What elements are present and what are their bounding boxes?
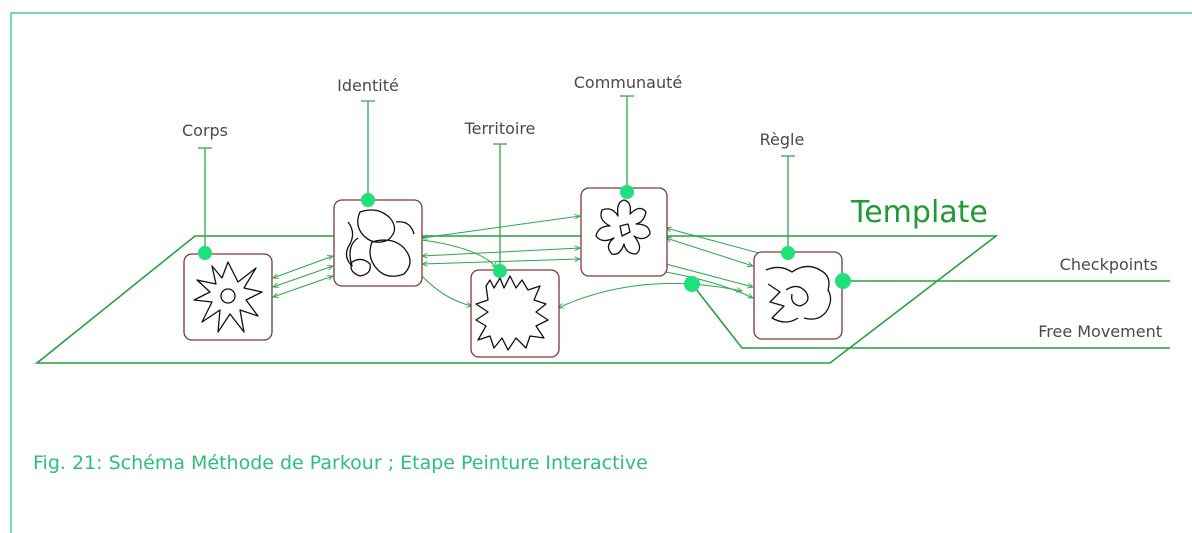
node-card-identite [333, 199, 423, 287]
output-label-free-movement: Free Movement [1038, 322, 1162, 341]
free-movement-line [691, 283, 1170, 349]
corps-drawing [193, 261, 263, 333]
template-label: Template [850, 195, 988, 230]
figure-caption: Fig. 21: Schéma Méthode de Parkour ; Eta… [33, 452, 648, 474]
frame-left-border [10, 12, 12, 533]
node-label-territoire: Territoire [464, 119, 536, 138]
node-label-regle: Règle [760, 130, 805, 149]
node-card-corps [183, 253, 273, 341]
node-label-communaute: Communauté [574, 73, 682, 92]
node-card-regle [753, 251, 843, 340]
node-label-identite: Identité [337, 76, 399, 95]
regle-drawing [765, 265, 832, 323]
connection-arrows [273, 216, 770, 308]
output-label-checkpoints: Checkpoints [1060, 255, 1158, 274]
leader-lines [198, 95, 795, 271]
frame-top-border [10, 12, 1192, 14]
node-label-corps: Corps [182, 121, 228, 140]
node-card-communaute [580, 187, 668, 277]
identite-drawing [345, 209, 415, 277]
communaute-flower-drawing [595, 199, 651, 255]
connection-dots [198, 185, 851, 292]
node-card-territoire [470, 269, 560, 358]
territoire-drawing [475, 275, 549, 351]
